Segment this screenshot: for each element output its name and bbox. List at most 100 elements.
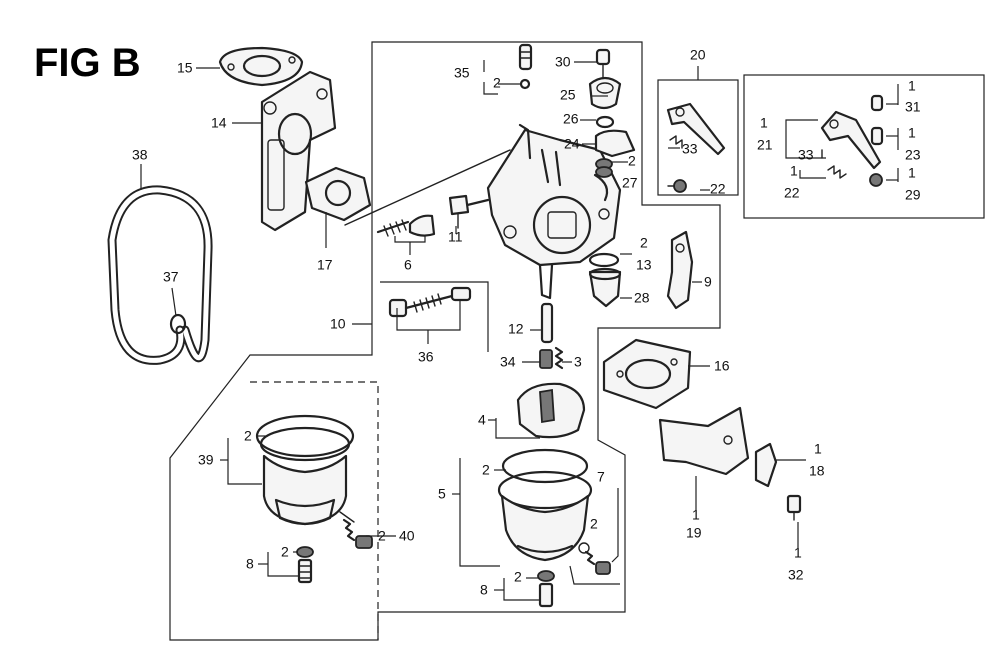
needle-12: [540, 302, 554, 344]
callout-4: 4: [478, 412, 486, 428]
callout-27: 27: [622, 175, 638, 191]
callout-7: 7: [597, 469, 605, 485]
callout-25: 25: [560, 87, 576, 103]
screw-40: [342, 518, 373, 549]
leader-17-carb: [344, 149, 511, 226]
screw-6: [376, 214, 436, 237]
callout-19-qty: 1: [692, 507, 700, 523]
callout-5: 5: [438, 486, 446, 502]
callout-6: 6: [404, 257, 412, 273]
callout-18-qty: 1: [814, 441, 822, 457]
callout-21-qty: 1: [760, 115, 768, 131]
callout-8b-qty: 2: [514, 569, 522, 585]
callout-18: 18: [809, 463, 825, 479]
callout-28: 28: [634, 290, 650, 306]
callout-22b-qty: 1: [790, 163, 798, 179]
callout-33b: 33: [798, 147, 814, 163]
callout-16: 16: [714, 358, 730, 374]
callout-31: 31: [905, 99, 921, 115]
callout-30: 30: [555, 54, 571, 70]
callout-labels: 15 14 17 38 37 10 6 11 36 35 2 30 25 26 …: [132, 47, 921, 598]
callout-40-qty: 2: [378, 528, 386, 544]
callout-23-qty: 1: [908, 125, 916, 141]
leader-lines: [140, 60, 898, 601]
callout-14: 14: [211, 115, 227, 131]
washer-11: [448, 194, 470, 229]
callout-33a: 33: [682, 141, 698, 157]
spring-27: [595, 158, 613, 178]
bracket-21b: [785, 140, 826, 159]
callout-40: 40: [399, 528, 415, 544]
callout-35-qty: 2: [493, 75, 501, 91]
screw-30: [595, 48, 611, 79]
callout-22b: 22: [784, 185, 800, 201]
callout-29-qty: 1: [908, 165, 916, 181]
callout-21: 21: [757, 137, 773, 153]
screw-8-right: [537, 570, 555, 608]
callout-15: 15: [177, 60, 193, 76]
bolt-32: [786, 494, 802, 521]
bracket-22b: [799, 170, 826, 179]
lever-assembly-21: [820, 94, 884, 187]
callout-32: 32: [788, 567, 804, 583]
callout-9: 9: [704, 274, 712, 290]
callout-36: 36: [418, 349, 434, 365]
callout-8a: 8: [246, 556, 254, 572]
lever-assembly-20: [666, 102, 726, 193]
callout-13: 13: [636, 257, 652, 273]
gasket-15: [218, 46, 304, 87]
bolt-35: [518, 43, 533, 90]
clip-37: [169, 313, 187, 335]
callout-27-qty: 2: [628, 153, 636, 169]
gasket-17: [304, 166, 372, 222]
callout-3: 3: [574, 354, 582, 370]
callout-20: 20: [690, 47, 706, 63]
callout-34: 34: [500, 354, 516, 370]
callout-32-qty: 1: [794, 545, 802, 561]
callout-39-qty: 2: [244, 428, 252, 444]
callout-31-qty: 1: [908, 78, 916, 94]
callout-8b: 8: [480, 582, 488, 598]
oring-13: [588, 252, 620, 268]
lever-18: [754, 442, 778, 488]
screw-8-left: [296, 546, 314, 584]
callout-11: 11: [448, 229, 463, 245]
callout-39: 39: [198, 452, 214, 468]
callout-35: 35: [454, 65, 470, 81]
callout-19: 19: [686, 525, 702, 541]
part-3: [554, 346, 564, 370]
callout-23: 23: [905, 147, 921, 163]
callout-13-qty: 2: [640, 235, 648, 251]
group-boundaries: [169, 41, 985, 641]
gasket-16: [602, 338, 692, 410]
callout-7-qty: 2: [590, 516, 598, 532]
callout-26: 26: [563, 111, 579, 127]
callout-29: 29: [905, 187, 921, 203]
carburetor-body: [453, 123, 622, 300]
callout-17: 17: [317, 257, 333, 273]
cap-25: [588, 76, 622, 110]
oring-26: [595, 115, 615, 129]
callout-5-qty: 2: [482, 462, 490, 478]
breather-tube-38: [107, 185, 213, 365]
bracket-21: [785, 119, 818, 140]
figure-title: FIG B: [34, 41, 141, 85]
cup-39: [255, 414, 355, 526]
callout-10: 10: [330, 316, 346, 332]
jet-28: [588, 267, 622, 308]
callout-37: 37: [163, 269, 179, 285]
part-24: [594, 129, 636, 158]
callout-12: 12: [508, 321, 524, 337]
bracket-6: [394, 236, 426, 243]
drain-screw-36: [388, 286, 472, 318]
bracket-19: [658, 406, 750, 476]
callout-24: 24: [564, 136, 580, 152]
screw-7: [584, 550, 611, 575]
bowl-5: [497, 448, 593, 562]
callout-38: 38: [132, 147, 148, 163]
float-9: [666, 230, 694, 310]
insulator-14: [260, 70, 337, 232]
part-34: [539, 349, 553, 369]
callout-22a: 22: [710, 181, 726, 197]
